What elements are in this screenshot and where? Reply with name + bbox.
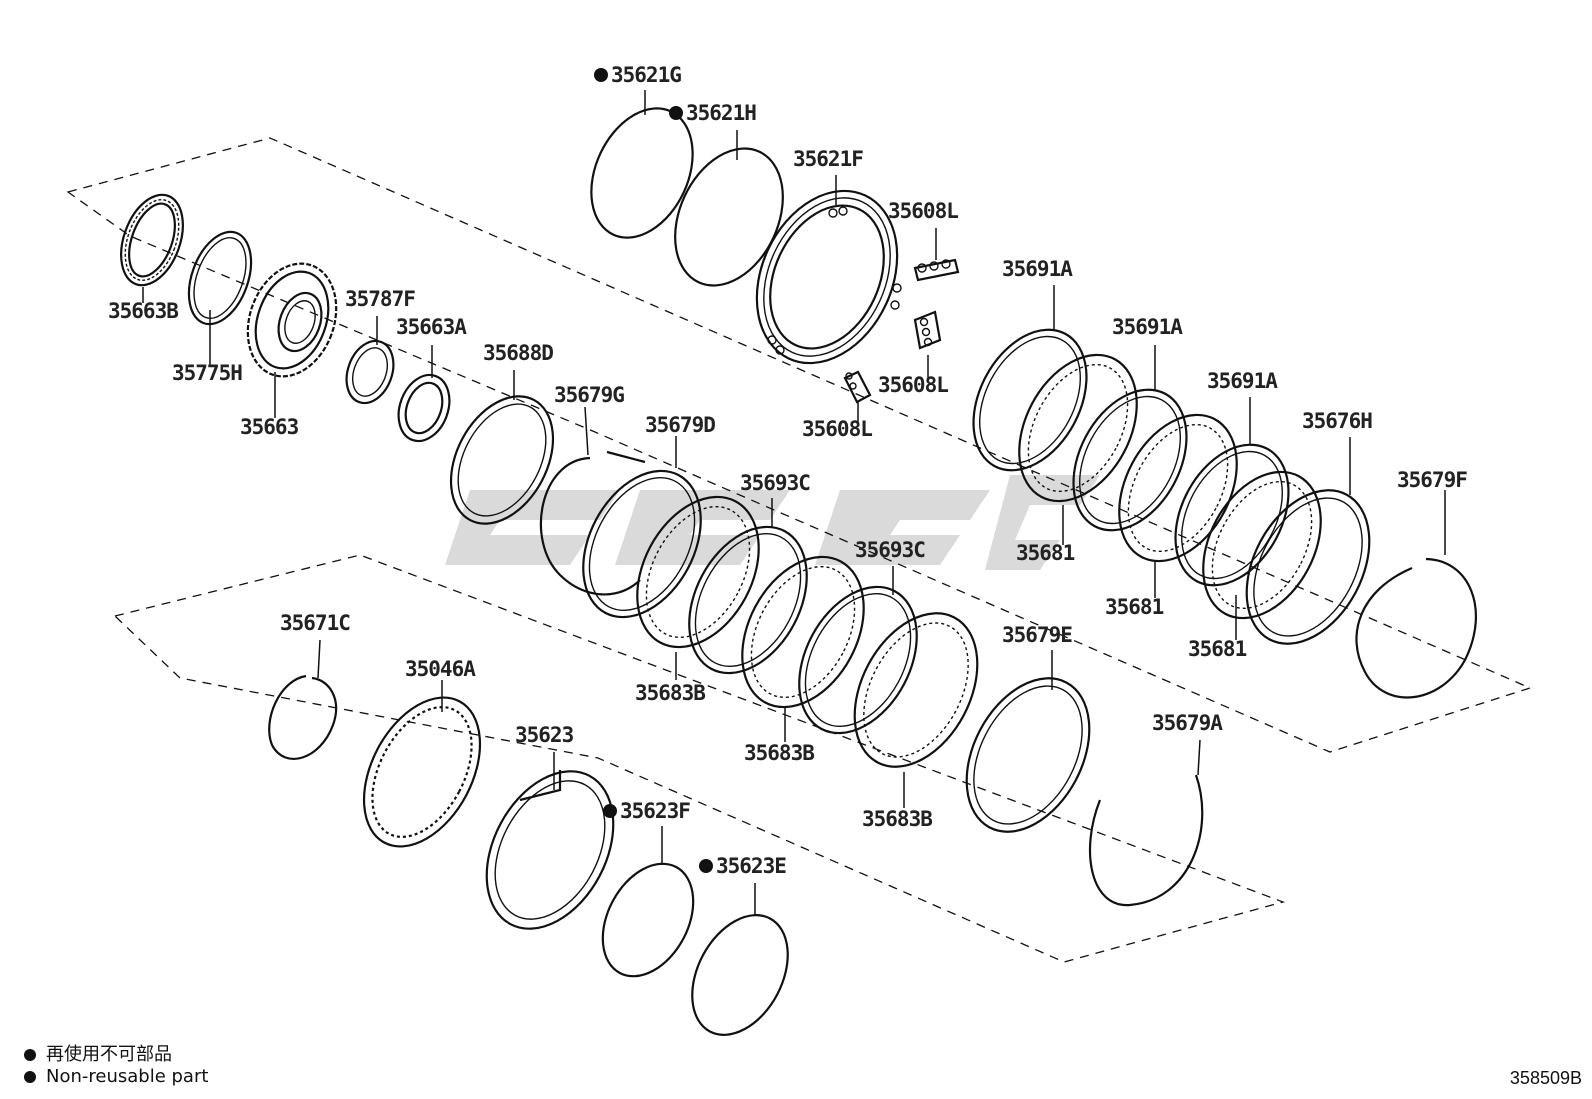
part-label-35621F: 35621F (793, 147, 863, 171)
part-label-35787F: 35787F (345, 287, 415, 311)
plate-35679D (582, 469, 702, 619)
assembly-frame-upper (66, 137, 1532, 753)
plate-35693C-a (688, 525, 808, 675)
part-label-35691A: 35691A (1207, 369, 1278, 393)
part-label-35608L: 35608L (802, 417, 872, 441)
o-ring-35623F (601, 862, 695, 978)
part-label-35691A: 35691A (1112, 315, 1183, 339)
part-label-35693C: 35693C (740, 471, 810, 495)
part-label-35683B: 35683B (744, 741, 814, 765)
clutch-disc-35683B-b (741, 555, 865, 709)
part-label-35663: 35663 (240, 415, 299, 439)
non-reusable-dot-icon (669, 106, 683, 120)
part-label-35679G: 35679G (554, 383, 624, 407)
non-reusable-dot-icon (594, 68, 608, 82)
part-label-35623: 35623 (515, 723, 574, 747)
plate-35691A-b (1072, 388, 1188, 532)
snap-ring-35671C (268, 674, 338, 760)
piston-35046A (362, 696, 482, 848)
washer-35775H (187, 230, 253, 326)
part-label-35671C: 35671C (280, 611, 350, 635)
spring-35608L-c (843, 370, 872, 404)
part-label-35046A: 35046A (405, 657, 476, 681)
non-reusable-dot-icon (699, 859, 713, 873)
clutch-disc-35683B-c (853, 612, 979, 768)
part-label-35693C: 35693C (855, 538, 925, 562)
part-label-35608L: 35608L (888, 199, 958, 223)
piston-35621F (755, 189, 902, 365)
clutch-disc-35681-c (1202, 470, 1322, 620)
part-labels: 35621G35621H35621F35608L35608L35608L3566… (108, 63, 1468, 878)
washer-35787F (345, 339, 395, 405)
gear-35663 (246, 262, 338, 378)
plate-35691A-a (972, 328, 1088, 472)
diagram-code: 358509B (1509, 1068, 1582, 1088)
part-label-35608L: 35608L (878, 373, 948, 397)
part-label-35623E: 35623E (716, 854, 786, 878)
part-label-35663B: 35663B (108, 299, 178, 323)
plate-35679E (965, 677, 1091, 833)
part-label-35621G: 35621G (611, 63, 681, 87)
ring-35688D (449, 395, 555, 525)
spring-35608L-b (913, 310, 942, 350)
part-label-35688D: 35688D (483, 341, 553, 365)
snap-ring-35679A (1088, 774, 1204, 907)
part-label-35683B: 35683B (862, 807, 932, 831)
o-ring-35621H (674, 147, 784, 287)
part-label-35679E: 35679E (1002, 623, 1072, 647)
part-label-35621H: 35621H (686, 101, 756, 125)
part-label-35681: 35681 (1105, 595, 1164, 619)
part-label-35676H: 35676H (1302, 409, 1372, 433)
retainer-35623 (485, 770, 615, 930)
part-label-35683B: 35683B (635, 681, 705, 705)
legend-item-english: Non-reusable part (24, 1066, 208, 1087)
plate-35693C-b (798, 585, 918, 735)
spring-35608L-a (913, 258, 960, 282)
plate-35676H (1245, 489, 1371, 645)
non-reusable-dot-icon (603, 804, 617, 818)
plate-35691A-c (1174, 443, 1290, 587)
part-label-35679D: 35679D (645, 413, 715, 437)
part-label-35623F: 35623F (620, 799, 690, 823)
o-ring-35623E (691, 914, 789, 1036)
part-label-35679F: 35679F (1397, 468, 1467, 492)
part-label-35691A: 35691A (1002, 257, 1073, 281)
bearing-35663B (120, 193, 184, 287)
part-label-35663A: 35663A (396, 315, 467, 339)
snap-ring-35679G (539, 456, 641, 596)
part-label-35681: 35681 (1188, 637, 1247, 661)
part-label-35679A: 35679A (1152, 711, 1223, 735)
legend-item-japanese: 再使用不可部品 (24, 1040, 172, 1066)
part-label-35775H: 35775H (172, 361, 242, 385)
bullet-icon (24, 1049, 36, 1061)
clutch-disc-35683B-a (636, 495, 760, 649)
part-label-35681: 35681 (1016, 541, 1075, 565)
snap-ring-35679F (1355, 557, 1478, 699)
bearing-35663A (397, 373, 451, 443)
bullet-icon (24, 1071, 36, 1083)
